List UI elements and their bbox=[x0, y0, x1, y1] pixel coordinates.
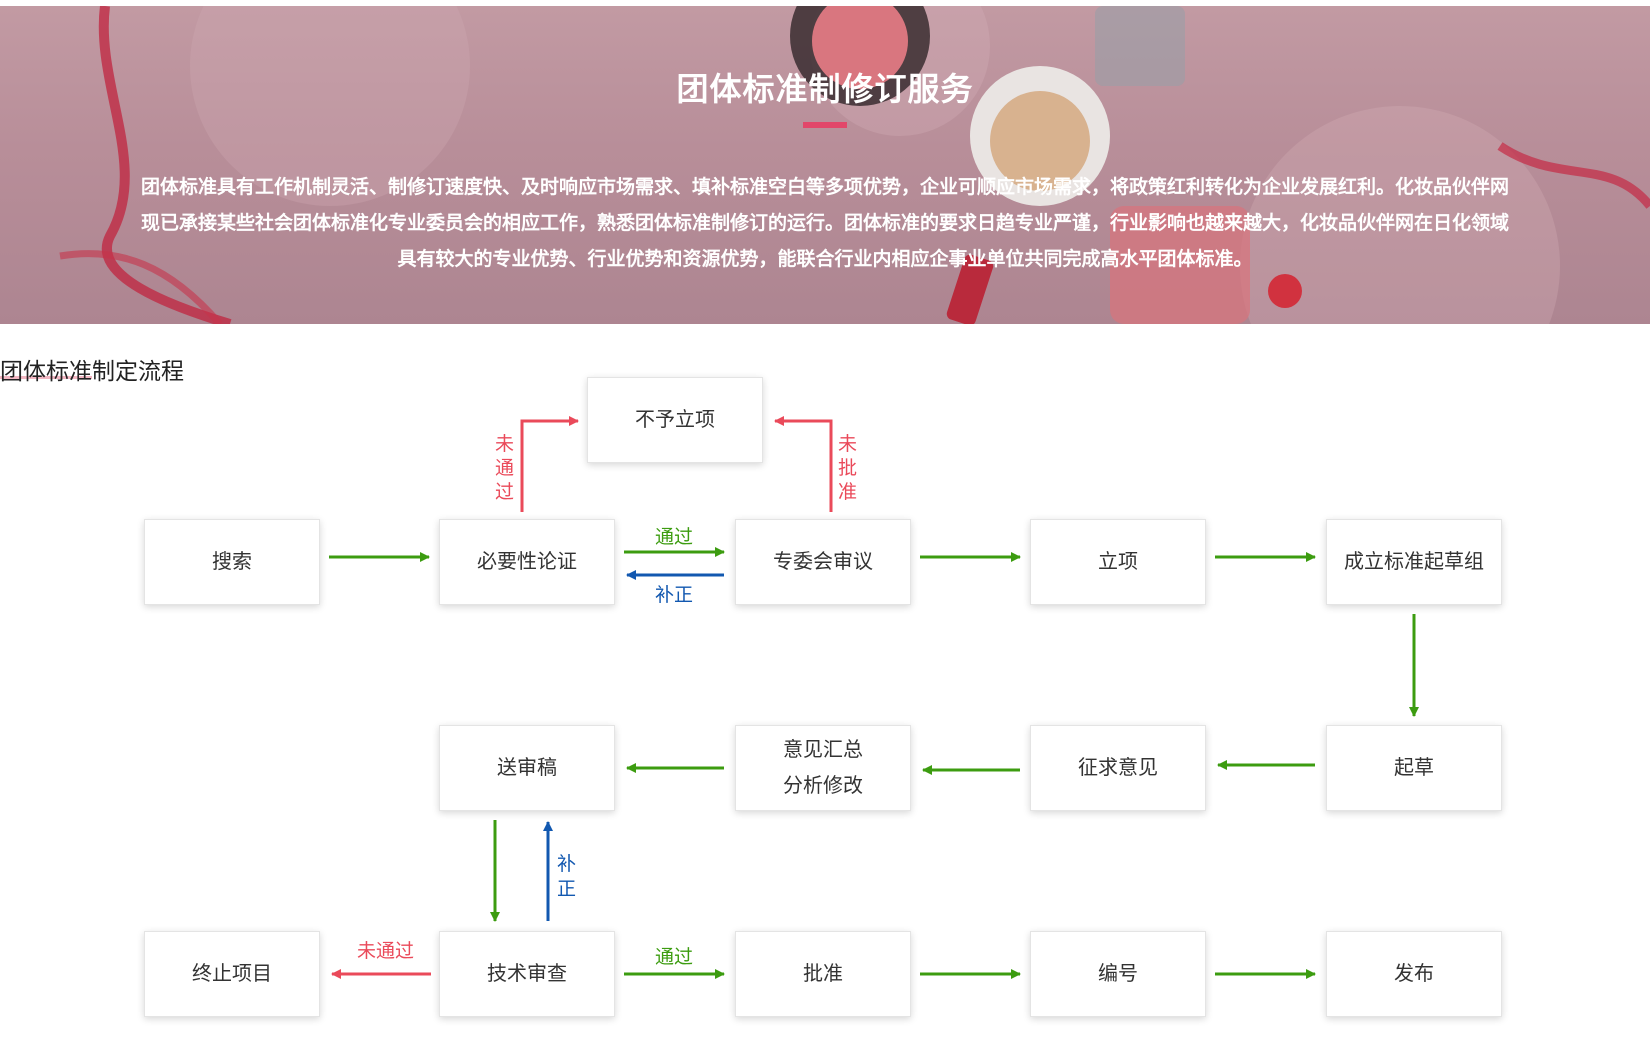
label-not-passed-row3: 未通过 bbox=[357, 940, 414, 962]
node-publish: 发布 bbox=[1326, 931, 1502, 1017]
banner-desc-line: 具有较大的专业优势、行业优势和资源优势，能联合行业内相应企事业单位共同完成高水平… bbox=[397, 249, 1253, 270]
node-label: 立项 bbox=[1098, 551, 1138, 573]
node-label: 技术审查 bbox=[487, 963, 567, 985]
label-not-passed-vertical: 未 通 过 bbox=[495, 433, 520, 503]
banner-desc-line: 现已承接某些社会团体标准化专业委员会的相应工作，熟悉团体标准制修订的运行。团体标… bbox=[140, 213, 1509, 234]
node-label: 送审稿 bbox=[497, 757, 557, 779]
node-label-line1: 意见汇总 bbox=[783, 739, 863, 761]
node-label: 终止项目 bbox=[192, 963, 272, 985]
node-summary-revision: 意见汇总 分析修改 bbox=[735, 725, 911, 811]
node-label: 征求意见 bbox=[1078, 757, 1158, 779]
banner-desc-line: 团体标准具有工作机制灵活、制修订速度快、及时响应市场需求、填补标准空白等多项优势… bbox=[140, 177, 1509, 198]
node-label: 专委会审议 bbox=[773, 551, 873, 573]
node-technical-review: 技术审查 bbox=[439, 931, 615, 1017]
node-label-line2: 分析修改 bbox=[783, 775, 863, 797]
node-label: 起草 bbox=[1394, 757, 1434, 779]
node-search: 搜索 bbox=[144, 519, 320, 605]
section-title-underline bbox=[0, 376, 92, 379]
node-draft: 起草 bbox=[1326, 725, 1502, 811]
banner-description: 团体标准具有工作机制灵活、制修订速度快、及时响应市场需求、填补标准空白等多项优势… bbox=[64, 170, 1586, 278]
banner-title-underline bbox=[803, 122, 847, 128]
node-necessity-argument: 必要性论证 bbox=[439, 519, 615, 605]
hero-banner: 团体标准制修订服务 团体标准具有工作机制灵活、制修订速度快、及时响应市场需求、填… bbox=[0, 6, 1650, 324]
node-label: 不予立项 bbox=[635, 409, 715, 431]
label-passed-row1: 通过 bbox=[655, 526, 693, 548]
node-label: 成立标准起草组 bbox=[1344, 551, 1484, 573]
arrow-review-to-reject bbox=[774, 416, 833, 512]
node-label: 必要性论证 bbox=[477, 551, 577, 573]
banner-decoration bbox=[59, 6, 1650, 324]
node-project: 立项 bbox=[1030, 519, 1206, 605]
label-correction-vertical: 补 正 bbox=[557, 853, 582, 900]
label-passed-row3: 通过 bbox=[655, 946, 693, 968]
node-approve: 批准 bbox=[735, 931, 911, 1017]
label-correction-row1: 补正 bbox=[655, 584, 693, 606]
node-submit-draft: 送审稿 bbox=[439, 725, 615, 811]
node-drafting-group: 成立标准起草组 bbox=[1326, 519, 1502, 605]
banner-title: 团体标准制修订服务 bbox=[676, 71, 974, 107]
node-terminate: 终止项目 bbox=[144, 931, 320, 1017]
section-title: 团体标准制定流程 bbox=[0, 358, 184, 384]
node-committee-review: 专委会审议 bbox=[735, 519, 911, 605]
node-label: 批准 bbox=[803, 963, 843, 985]
node-label: 发布 bbox=[1394, 963, 1434, 985]
node-consult-opinions: 征求意见 bbox=[1030, 725, 1206, 811]
node-number: 编号 bbox=[1030, 931, 1206, 1017]
node-reject: 不予立项 bbox=[587, 377, 763, 463]
arrow-argue-to-reject bbox=[520, 416, 579, 512]
node-label: 编号 bbox=[1098, 963, 1138, 985]
node-label: 搜索 bbox=[212, 551, 252, 573]
label-not-approved-vertical: 未 批 准 bbox=[838, 433, 863, 503]
